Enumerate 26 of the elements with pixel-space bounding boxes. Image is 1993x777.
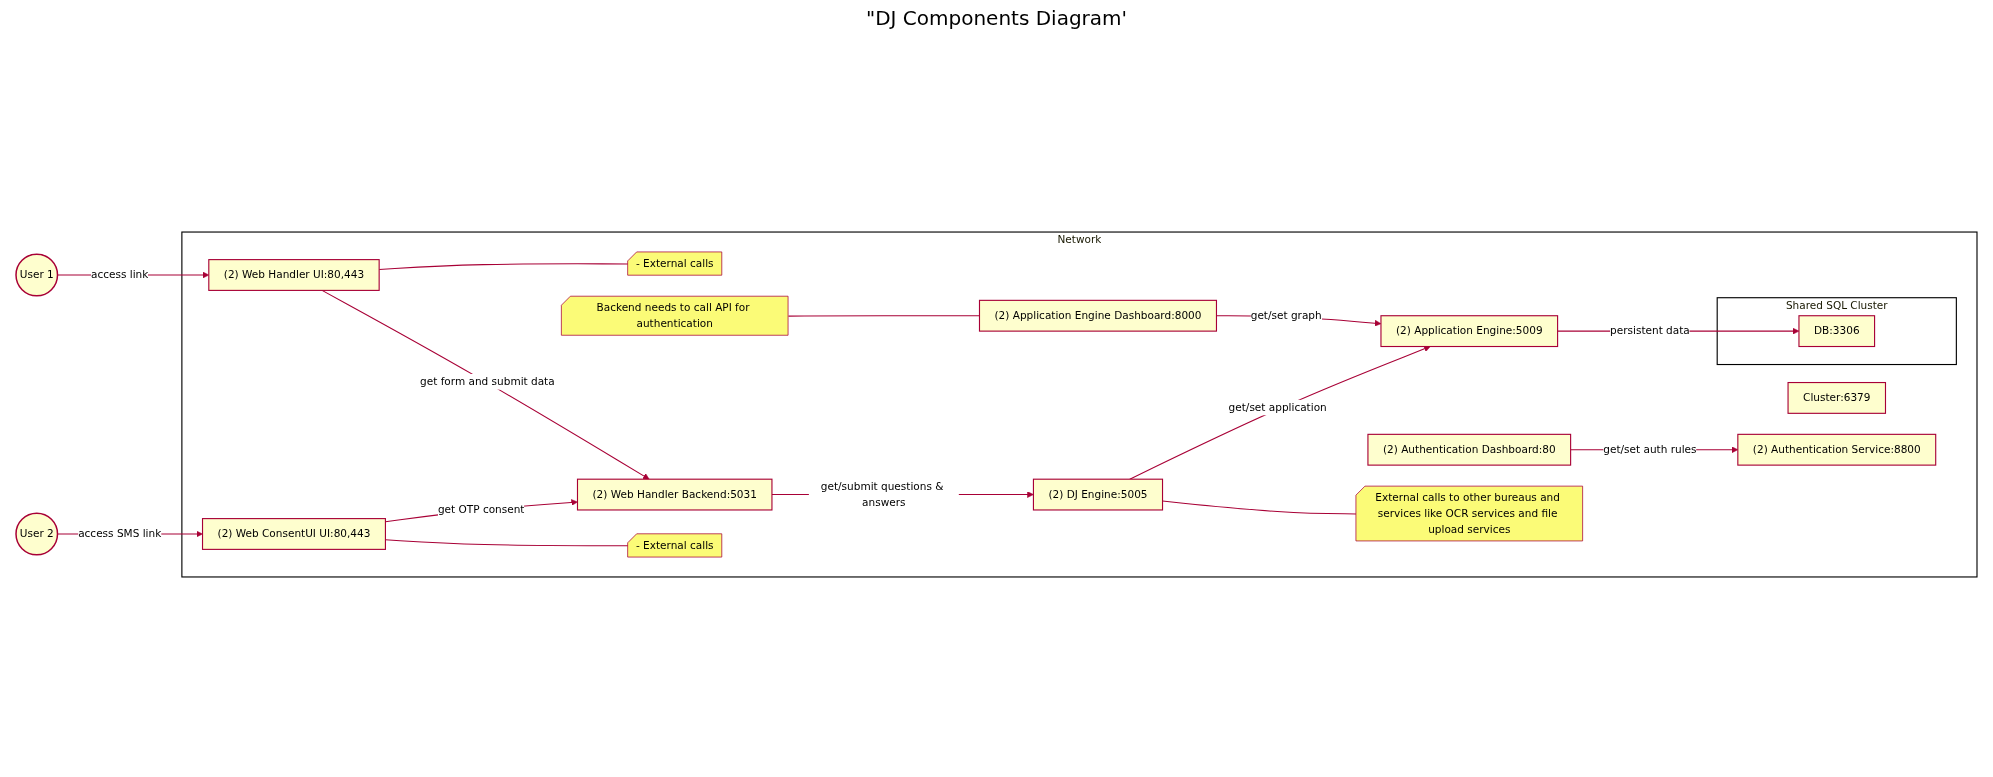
- node-box: Cluster:6379: [1787, 381, 1887, 414]
- node-box: (2) Application Engine Dashboard:8000: [978, 299, 1218, 332]
- edge-label: get/set auth rules: [1603, 443, 1697, 456]
- node-box: (2) Web Handler UI:80,443: [208, 259, 380, 291]
- edge-label: persistent data: [1610, 324, 1690, 337]
- arrow: [1129, 345, 1431, 480]
- node-box: (2) Web ConsentUI UI:80,443: [201, 518, 386, 550]
- edge-label: access SMS link: [78, 527, 162, 540]
- node-circle: User 2: [15, 512, 59, 556]
- edge-label: get/set graph: [1250, 309, 1322, 322]
- edge-label: access link: [91, 268, 149, 281]
- node-box: (2) Application Engine:5009: [1380, 315, 1559, 348]
- node-box: (2) DJ Engine:5005: [1032, 478, 1164, 511]
- connector: [1162, 500, 1357, 515]
- edge-label: get OTP consent: [437, 502, 525, 515]
- node-box: (2) Authentication Service:8800: [1737, 433, 1937, 466]
- edge-label: get/submit questions & answers: [820, 480, 944, 509]
- node-box: (2) Authentication Dashboard:80: [1367, 433, 1572, 466]
- diagram-title: "DJ Components Diagram': [865, 6, 1128, 30]
- connector: [787, 315, 980, 317]
- edge-label: get/set application: [1228, 401, 1327, 414]
- node-circle: User 1: [15, 253, 59, 297]
- edge-label: get form and submit data: [420, 375, 555, 388]
- node-box: DB:3306: [1798, 315, 1876, 348]
- node-box: (2) Web Handler Backend:5031: [576, 478, 773, 511]
- arrow: [321, 289, 650, 480]
